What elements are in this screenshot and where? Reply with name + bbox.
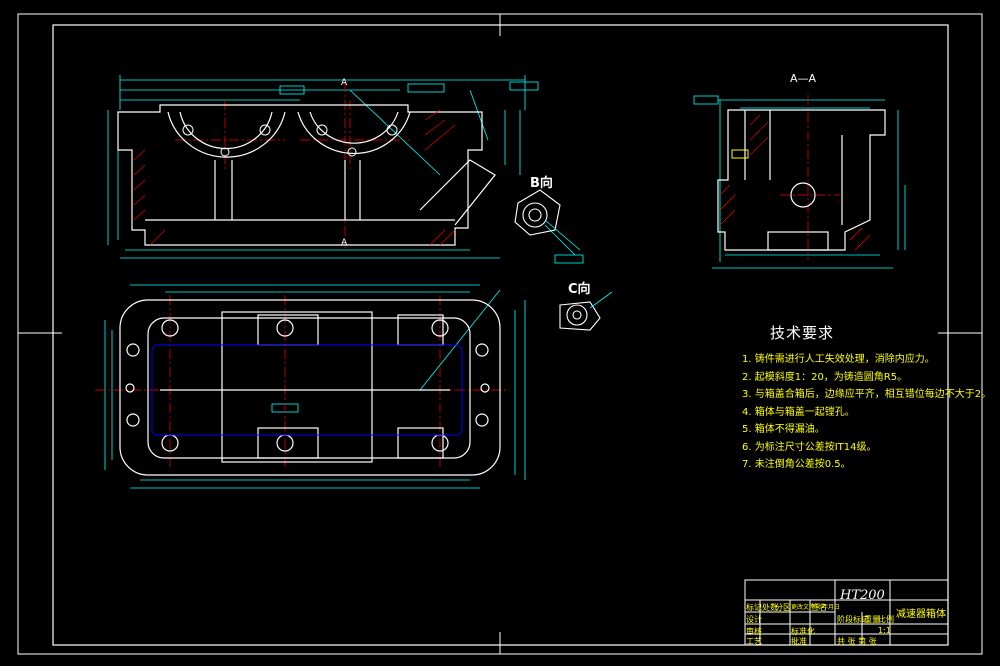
tb-check: 审核 bbox=[746, 627, 762, 636]
section-view-a-a bbox=[693, 95, 906, 269]
requirement-item: 6. 为标注尺寸公差按IT14级。 bbox=[742, 441, 877, 453]
tb-label-date: 年月日 bbox=[822, 604, 841, 611]
requirement-item: 1. 铸件需进行人工失效处理，消除内应力。 bbox=[742, 354, 935, 365]
tb-label-zone: 分区 bbox=[775, 603, 791, 612]
tb-label-change: 更改文件号 bbox=[791, 604, 822, 611]
tb-approve: 批准 bbox=[791, 637, 807, 646]
cut-mark-bottom: A bbox=[341, 238, 348, 248]
top-view bbox=[95, 284, 526, 489]
centering-marks bbox=[18, 14, 982, 654]
tb-scale: 比例 bbox=[878, 615, 894, 624]
technical-requirements-list: 1. 铸件需进行人工失效处理，消除内应力。 2. 起模斜度1：20，为铸造圆角R… bbox=[742, 353, 991, 476]
b-direction-view bbox=[514, 189, 584, 264]
tb-scale-value: 1:1 bbox=[878, 626, 891, 635]
cut-mark-top: A bbox=[341, 78, 348, 88]
front-view bbox=[107, 75, 576, 259]
title-block-lines bbox=[744, 579, 949, 646]
material-label: HT200 bbox=[840, 588, 885, 603]
tb-weight: 重量 bbox=[864, 615, 880, 624]
requirement-item: 3. 与箱盖合箱后，边缘应平齐，相互错位每边不大于2。 bbox=[742, 389, 992, 400]
c-direction-label: C向 bbox=[568, 282, 591, 297]
requirement-item: 5. 箱体不得漏油。 bbox=[742, 424, 825, 435]
tb-stage: 阶段标记 bbox=[837, 615, 869, 624]
tb-designer: 设计 bbox=[746, 615, 762, 624]
part-name-label: 减速器箱体 bbox=[896, 609, 946, 620]
requirement-item: 2. 起模斜度1：20，为铸造圆角R5。 bbox=[742, 371, 908, 383]
tb-label-mark: 标记 bbox=[746, 603, 762, 612]
c-direction-view bbox=[559, 291, 613, 331]
section-a-a-label: A—A bbox=[790, 72, 817, 85]
tb-standard: 标准化 bbox=[791, 627, 815, 636]
tb-process: 工艺 bbox=[746, 637, 762, 646]
b-direction-label: B向 bbox=[530, 176, 553, 191]
tb-sheet: 共 张 第 张 bbox=[837, 637, 877, 646]
technical-requirements-title: 技术要求 bbox=[770, 324, 835, 342]
requirement-item: 7. 未注倒角公差按0.5。 bbox=[742, 459, 851, 470]
tb-label-count: 处数 bbox=[762, 603, 778, 612]
requirement-item: 4. 箱体与箱盖一起镗孔。 bbox=[742, 406, 855, 418]
tb-label-sign: 签名 bbox=[811, 603, 827, 612]
